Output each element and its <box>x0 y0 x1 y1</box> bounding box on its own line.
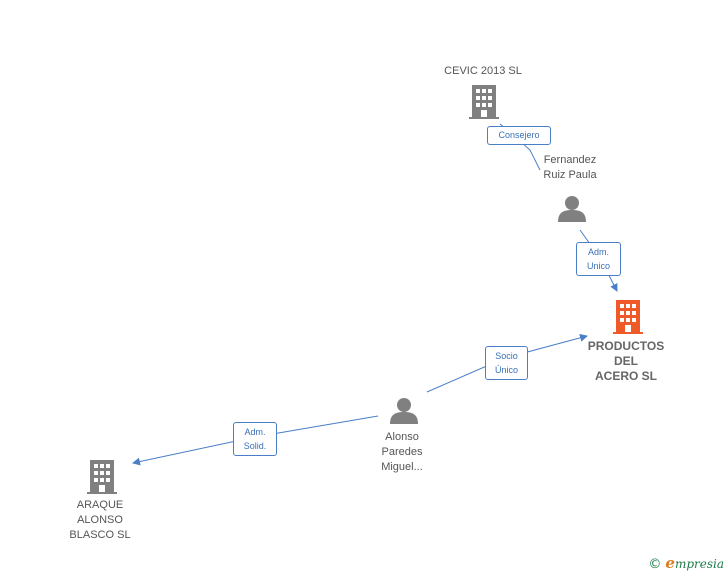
brand-initial: e <box>665 554 675 572</box>
person-icon[interactable] <box>558 196 586 222</box>
edge-label-consejero: Consejero <box>487 126 551 145</box>
building-icon[interactable] <box>613 300 643 334</box>
edge-label-socio-unico: Socio Único <box>485 346 528 380</box>
node-label-cevic[interactable]: CEVIC 2013 SL <box>444 65 522 77</box>
edge-label-adm-solid: Adm. Solid. <box>233 422 277 456</box>
building-icon[interactable] <box>87 460 117 494</box>
copyright-symbol: © <box>648 557 662 572</box>
brand-name: mpresia <box>674 557 724 571</box>
person-icon[interactable] <box>390 398 418 424</box>
node-label-araque[interactable]: ARAQUE ALONSO BLASCO SL <box>69 499 131 541</box>
empresia-logo: ©empresia <box>648 554 724 572</box>
node-label-alonso[interactable]: Alonso Paredes Miguel... <box>381 431 423 473</box>
node-label-fernandez[interactable]: Fernandez Ruiz Paula <box>543 154 597 181</box>
edge-label-adm-unico: Adm. Unico <box>576 242 621 276</box>
node-label-productos[interactable]: PRODUCTOS DEL ACERO SL <box>587 339 665 383</box>
building-icon[interactable] <box>469 85 499 119</box>
